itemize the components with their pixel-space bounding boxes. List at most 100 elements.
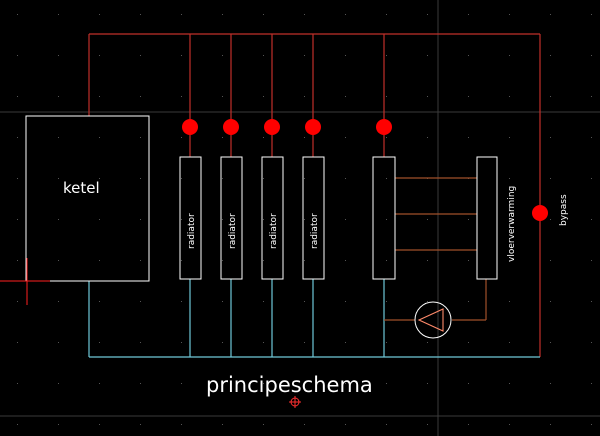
radiator-4[interactable]: radiator bbox=[302, 156, 325, 280]
floor-heating-manifold[interactable]: vloerverwarming bbox=[372, 156, 517, 280]
grid-dot bbox=[222, 137, 223, 138]
grid-dot bbox=[17, 424, 18, 425]
grid-dot bbox=[591, 137, 592, 138]
grid-dot bbox=[386, 96, 387, 97]
valve-dot-icon[interactable] bbox=[264, 119, 280, 135]
grid-dot bbox=[468, 137, 469, 138]
pump-icon[interactable] bbox=[414, 301, 452, 339]
grid-dot bbox=[468, 219, 469, 220]
grid-dot bbox=[58, 55, 59, 56]
grid-dot bbox=[468, 383, 469, 384]
radiator-1[interactable]: radiator bbox=[179, 156, 202, 280]
floor-heating-label: vloerverwarming bbox=[507, 186, 517, 262]
grid-dot bbox=[222, 55, 223, 56]
grid-dot bbox=[386, 260, 387, 261]
grid-dot bbox=[427, 14, 428, 15]
grid-dot bbox=[181, 260, 182, 261]
grid-dot bbox=[386, 14, 387, 15]
grid-dot bbox=[550, 55, 551, 56]
grid-dot bbox=[58, 383, 59, 384]
grid-dot bbox=[58, 301, 59, 302]
grid-dot bbox=[345, 137, 346, 138]
grid-dot bbox=[222, 260, 223, 261]
grid-dot bbox=[509, 14, 510, 15]
grid-dot bbox=[263, 55, 264, 56]
grid-dot bbox=[263, 342, 264, 343]
grid-dot bbox=[304, 424, 305, 425]
grid-dot bbox=[591, 301, 592, 302]
grid-dot bbox=[263, 178, 264, 179]
grid-dot bbox=[263, 301, 264, 302]
grid-dot bbox=[468, 14, 469, 15]
grid-dot bbox=[345, 219, 346, 220]
bypass-label: bypass bbox=[559, 194, 569, 226]
grid-dot bbox=[17, 383, 18, 384]
grid-dot bbox=[345, 260, 346, 261]
grid-dot bbox=[17, 260, 18, 261]
radiator-label: radiator bbox=[310, 213, 320, 249]
radiator-2[interactable]: radiator bbox=[220, 156, 243, 280]
grid-dot bbox=[17, 219, 18, 220]
grid-dot bbox=[550, 424, 551, 425]
grid-dot bbox=[550, 383, 551, 384]
grid-dot bbox=[222, 219, 223, 220]
grid-dots bbox=[17, 14, 592, 425]
valve-dot-icon[interactable] bbox=[223, 119, 239, 135]
valve-dot-icon[interactable] bbox=[305, 119, 321, 135]
grid-dot bbox=[222, 14, 223, 15]
grid-dot bbox=[58, 424, 59, 425]
grid-dot bbox=[550, 219, 551, 220]
grid-dot bbox=[181, 96, 182, 97]
grid-dot bbox=[140, 342, 141, 343]
grid-dot bbox=[509, 55, 510, 56]
boiler-label: ketel bbox=[63, 179, 100, 197]
grid-dot bbox=[99, 55, 100, 56]
grid-dot bbox=[263, 424, 264, 425]
grid-dot bbox=[591, 260, 592, 261]
grid-dot bbox=[222, 178, 223, 179]
grid-dot bbox=[509, 96, 510, 97]
grid-dot bbox=[181, 342, 182, 343]
grid-dot bbox=[181, 301, 182, 302]
grid-dot bbox=[468, 424, 469, 425]
grid-dot bbox=[181, 424, 182, 425]
radiator-3[interactable]: radiator bbox=[261, 156, 284, 280]
grid-dot bbox=[386, 424, 387, 425]
grid-dot bbox=[550, 301, 551, 302]
grid-dot bbox=[140, 383, 141, 384]
grid-dot bbox=[427, 219, 428, 220]
valve-dot-icon[interactable] bbox=[182, 119, 198, 135]
grid-dot bbox=[591, 219, 592, 220]
grid-dot bbox=[591, 96, 592, 97]
grid-dot bbox=[386, 55, 387, 56]
grid-dot bbox=[386, 137, 387, 138]
grid-dot bbox=[140, 96, 141, 97]
valve-dot-icon[interactable] bbox=[532, 205, 548, 221]
grid-dot bbox=[58, 96, 59, 97]
grid-dot bbox=[99, 14, 100, 15]
grid-dot bbox=[222, 383, 223, 384]
grid-dot bbox=[181, 137, 182, 138]
valve-dot-icon[interactable] bbox=[376, 119, 392, 135]
grid-dot bbox=[140, 301, 141, 302]
grid-dot bbox=[17, 96, 18, 97]
grid-dot bbox=[263, 383, 264, 384]
radiator-label: radiator bbox=[269, 213, 279, 249]
crosshair-cursor-icon bbox=[0, 258, 50, 305]
grid-dot bbox=[99, 137, 100, 138]
grid-dot bbox=[509, 342, 510, 343]
grid-dot bbox=[304, 178, 305, 179]
grid-dot bbox=[181, 55, 182, 56]
boiler[interactable]: ketel bbox=[25, 115, 150, 282]
grid-dot bbox=[181, 383, 182, 384]
grid-dot bbox=[345, 342, 346, 343]
grid-dot bbox=[140, 178, 141, 179]
grid-dot bbox=[427, 96, 428, 97]
grid-dot bbox=[181, 178, 182, 179]
grid-dot bbox=[58, 178, 59, 179]
grid-dot bbox=[345, 55, 346, 56]
grid-dot bbox=[17, 14, 18, 15]
grid-dot bbox=[304, 96, 305, 97]
grid-dot bbox=[468, 55, 469, 56]
